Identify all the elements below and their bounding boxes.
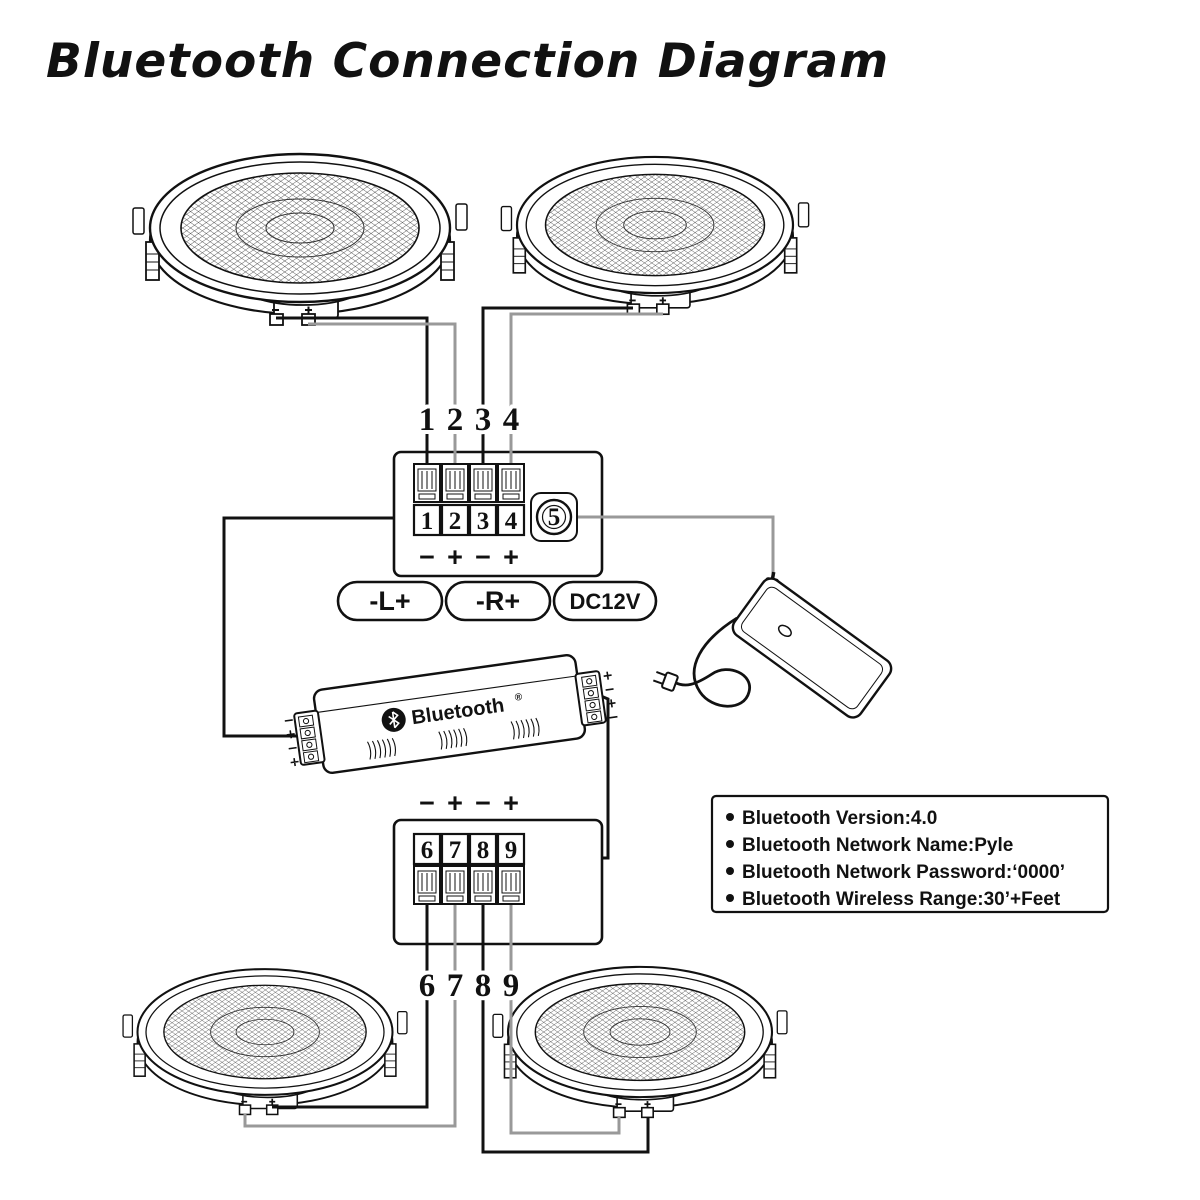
bullet-icon bbox=[726, 894, 734, 902]
bullet-icon bbox=[726, 840, 734, 848]
wire-2 bbox=[308, 322, 457, 480]
terminal-9-label: 9 bbox=[505, 837, 518, 864]
dc-power-label: DC12V bbox=[570, 589, 641, 614]
wire-number-6: 6 bbox=[419, 968, 436, 1004]
wire-number-4: 4 bbox=[503, 402, 520, 438]
info-network-name: Bluetooth Network Name:Pyle bbox=[742, 835, 1013, 856]
speaker-bottom-left bbox=[122, 968, 408, 1116]
amp-output-connector bbox=[574, 670, 618, 727]
wire-number-8: 8 bbox=[475, 968, 492, 1004]
bluetooth-logo-icon bbox=[381, 707, 406, 732]
vent-slots bbox=[367, 717, 540, 760]
bullet-icon bbox=[726, 867, 734, 875]
wire-amp-input bbox=[222, 516, 394, 738]
speaker-top-right bbox=[500, 155, 810, 316]
output-labels: -L+ -R+ DC12V bbox=[336, 580, 658, 622]
wire-number-2: 2 bbox=[447, 402, 464, 438]
wire-4 bbox=[509, 312, 663, 480]
wiring bbox=[222, 306, 775, 1154]
terminal-8-label: 8 bbox=[477, 837, 490, 864]
bullet-icon bbox=[726, 813, 734, 821]
terminal-3-label: 3 bbox=[477, 508, 490, 535]
wire-number-3: 3 bbox=[475, 402, 492, 438]
info-version: Bluetooth Version:4.0 bbox=[742, 808, 937, 829]
wire-number-7: 7 bbox=[447, 968, 464, 1004]
speaker-top-left bbox=[131, 152, 469, 327]
polarity-minus: − bbox=[419, 542, 435, 572]
wire-power bbox=[560, 515, 775, 574]
amp-input-connector bbox=[284, 709, 326, 767]
bluetooth-amplifier: Bluetooth ® bbox=[284, 654, 618, 775]
ac-plug-icon bbox=[652, 671, 679, 692]
dc-jack: 5 bbox=[530, 492, 578, 542]
polarity-minus: − bbox=[475, 542, 491, 572]
wire-3 bbox=[481, 306, 633, 480]
terminal-2-label: 2 bbox=[449, 508, 462, 535]
registered-mark: ® bbox=[514, 692, 523, 704]
wire-number-9: 9 bbox=[503, 968, 520, 1004]
info-password: Bluetooth Network Password:‘0000’ bbox=[742, 862, 1065, 883]
speaker-bottom-right bbox=[491, 965, 789, 1119]
terminal-6-label: 6 bbox=[421, 837, 434, 864]
terminal-7-label: 7 bbox=[449, 837, 462, 864]
wire-7 bbox=[243, 896, 457, 1128]
left-output-label: -L+ bbox=[369, 586, 410, 616]
terminal-1-label: 1 bbox=[421, 508, 434, 535]
bottom-block-terminals: − + − + 6 7 8 9 bbox=[412, 788, 526, 905]
terminal-4-label: 4 bbox=[505, 508, 518, 535]
polarity-minus: − bbox=[419, 788, 435, 818]
page-title: Bluetooth Connection Diagram bbox=[46, 34, 890, 89]
jack-5-label: 5 bbox=[548, 504, 561, 531]
info-box: Bluetooth Version:4.0 Bluetooth Network … bbox=[710, 794, 1110, 914]
wire-number-1: 1 bbox=[419, 402, 436, 438]
polarity-minus: − bbox=[475, 788, 491, 818]
wire-numbers: 1 2 3 4 6 7 8 9 bbox=[415, 398, 524, 1008]
power-adapter bbox=[652, 571, 893, 719]
right-output-label: -R+ bbox=[476, 586, 520, 616]
top-block-terminals: 1 2 3 4 − + − + 5 bbox=[412, 463, 578, 572]
wire-6 bbox=[272, 896, 429, 1109]
wire-8 bbox=[481, 896, 650, 1154]
info-range: Bluetooth Wireless Range:30’+Feet bbox=[742, 889, 1061, 910]
polarity-plus: + bbox=[503, 542, 519, 572]
wire-9 bbox=[509, 896, 621, 1135]
ac-cord bbox=[673, 616, 751, 708]
polarity-plus: + bbox=[447, 788, 463, 818]
polarity-plus: + bbox=[447, 542, 463, 572]
wire-1 bbox=[276, 316, 429, 480]
polarity-plus: + bbox=[503, 788, 519, 818]
